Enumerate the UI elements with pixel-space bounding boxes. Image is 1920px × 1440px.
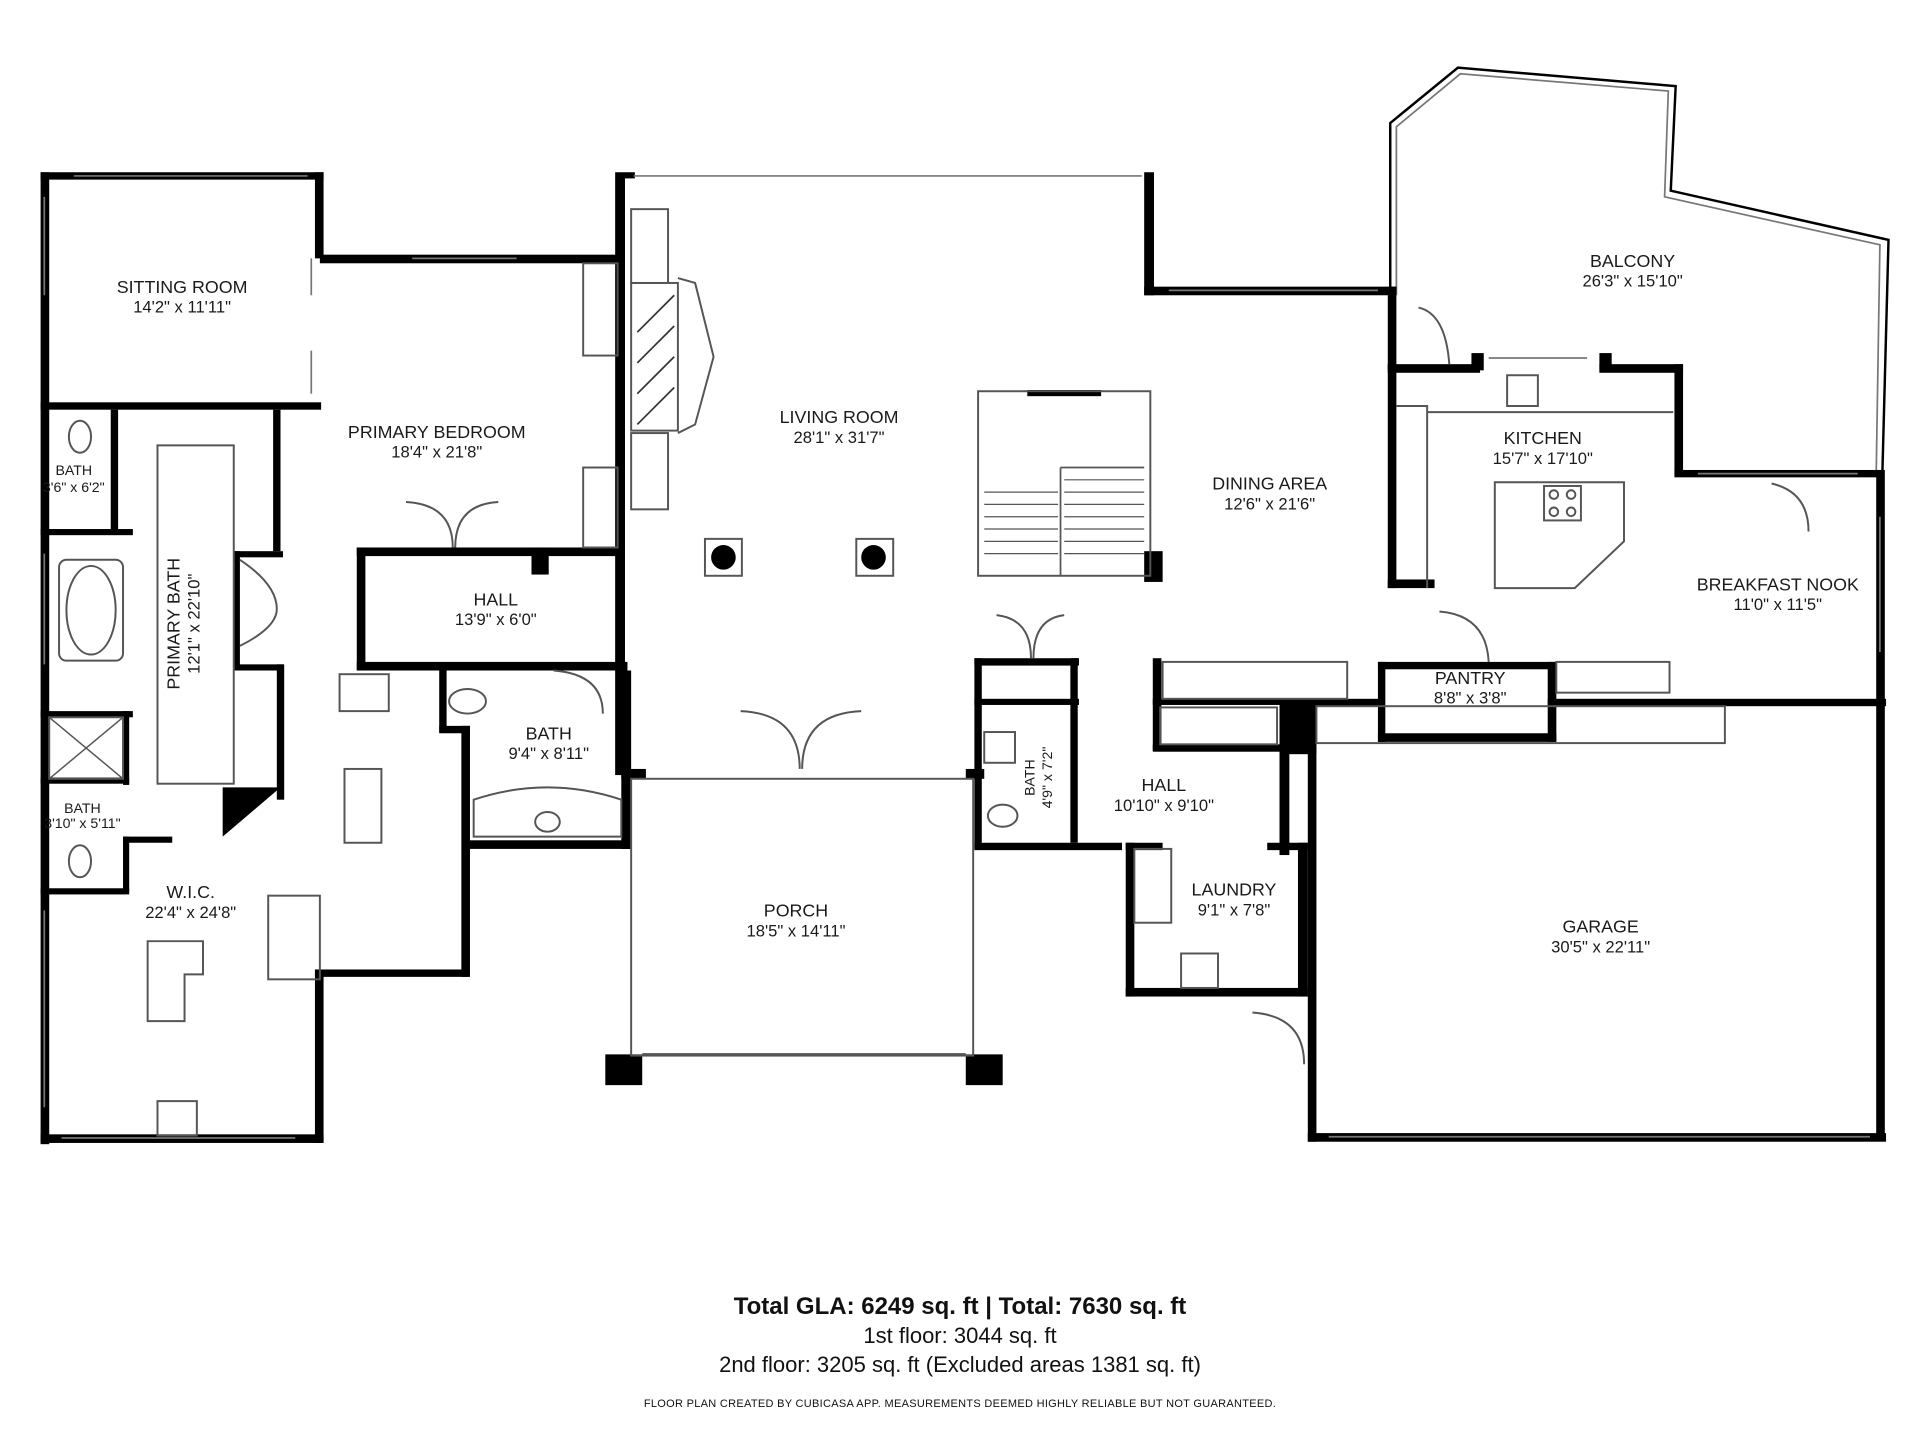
room-bath-center-dim: 9'4" x 8'11" [508,744,589,763]
room-labels: SITTING ROOM 14'2" x 11'11" PRIMARY BEDR… [43,251,1859,956]
room-porch-dim: 18'5" x 14'11" [746,921,845,940]
room-porch-name: PORCH [764,901,828,921]
room-hall-right-dim: 10'10" x 9'10" [1114,796,1214,815]
room-wic-dim: 22'4" x 24'8" [145,903,236,922]
room-laundry-name: LAUNDRY [1192,880,1277,900]
room-balcony-name: BALCONY [1590,251,1675,271]
room-dining-area-name: DINING AREA [1212,474,1327,494]
room-bath-center-name: BATH [526,723,572,743]
room-bath-small-name: BATH [1022,759,1038,796]
room-dining-area-dim: 12'6" x 21'6" [1224,494,1315,513]
room-wic-name: W.I.C. [166,882,215,902]
room-primary-bedroom-name: PRIMARY BEDROOM [348,422,526,442]
room-breakfast-nook-dim: 11'0" x 11'5" [1734,595,1823,614]
room-bath-small-dim: 4'9" x 7'2" [1039,747,1055,809]
room-pantry-dim: 8'8" x 3'8" [1434,689,1507,708]
balcony-outline [1389,66,1890,474]
room-hall-right-name: HALL [1142,775,1187,795]
room-garage-dim: 30'5" x 22'11" [1551,937,1650,956]
room-pantry-name: PANTRY [1435,668,1506,688]
room-primary-bedroom-dim: 18'4" x 21'8" [391,443,482,462]
fixtures [48,208,1810,1137]
room-hall-center-dim: 13'9" x 6'0" [455,610,537,629]
disclaimer: FLOOR PLAN CREATED BY CUBICASA APP. MEAS… [643,1398,1277,1410]
second-floor-area: 2nd floor: 3205 sq. ft (Excluded areas 1… [719,1352,1201,1377]
room-primary-bath-dim: 12'1" x 22'10" [184,574,203,674]
room-bath-lower-left-dim: 3'10" x 5'11" [44,815,120,831]
room-garage-name: GARAGE [1562,917,1638,937]
left-wing-walls [40,172,632,1145]
right-wing-walls [1307,353,1887,1142]
first-floor-area: 1st floor: 3044 sq. ft [863,1323,1057,1348]
room-bath-lower-left-name: BATH [64,800,101,816]
room-sitting-room-name: SITTING ROOM [117,277,248,297]
room-living-room-name: LIVING ROOM [780,407,899,427]
room-living-room-dim: 28'1" x 31'7" [794,428,885,447]
room-bath-upper-left-dim: 3'6" x 6'2" [43,479,105,495]
room-primary-bath-name: PRIMARY BATH [164,558,184,690]
room-kitchen-dim: 15'7" x 17'10" [1493,449,1593,468]
room-kitchen-name: KITCHEN [1504,428,1582,448]
room-sitting-room-dim: 14'2" x 11'11" [133,297,231,316]
room-balcony-dim: 26'3" x 15'10" [1582,272,1682,291]
room-hall-center-name: HALL [474,589,519,609]
room-breakfast-nook-name: BREAKFAST NOOK [1697,575,1859,595]
area-totals: Total GLA: 6249 sq. ft | Total: 7630 sq.… [0,1292,1920,1379]
total-gla: Total GLA: 6249 sq. ft | Total: 7630 sq.… [733,1293,1187,1320]
room-laundry-dim: 9'1" x 7'8" [1198,900,1271,919]
windows [43,175,1881,1139]
center-walls [605,172,1397,1086]
room-bath-upper-left-name: BATH [56,462,93,478]
